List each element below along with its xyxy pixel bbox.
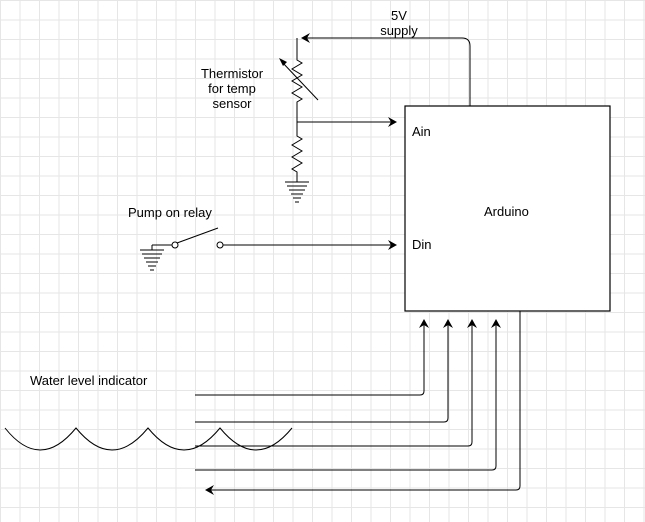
supply-label-line1: 5V [391, 8, 407, 23]
thermistor-label-line3: sensor [212, 96, 252, 111]
ain-label: Ain [412, 124, 431, 139]
thermistor-label-line1: Thermistor [200, 66, 264, 81]
ground-symbol [140, 249, 164, 271]
arduino-box [404, 105, 611, 312]
water-surface [4, 427, 293, 451]
water-level-wires [195, 311, 521, 495]
arduino-label: Arduino [484, 204, 529, 219]
supply-wire [301, 33, 471, 106]
thermistor-label-line2: for temp [208, 81, 256, 96]
resistor-symbol [291, 122, 303, 182]
ground-symbol [285, 181, 309, 203]
pump-label: Pump on relay [128, 205, 212, 220]
switch-symbol [151, 227, 224, 250]
water-level-label: Water level indicator [30, 373, 148, 388]
supply-label-line2: supply [380, 23, 418, 38]
thermistor-symbol [279, 38, 319, 122]
din-label: Din [412, 237, 432, 252]
supply-label: 5V supply [372, 8, 426, 38]
thermistor-label: Thermistor for temp sensor [186, 66, 278, 111]
